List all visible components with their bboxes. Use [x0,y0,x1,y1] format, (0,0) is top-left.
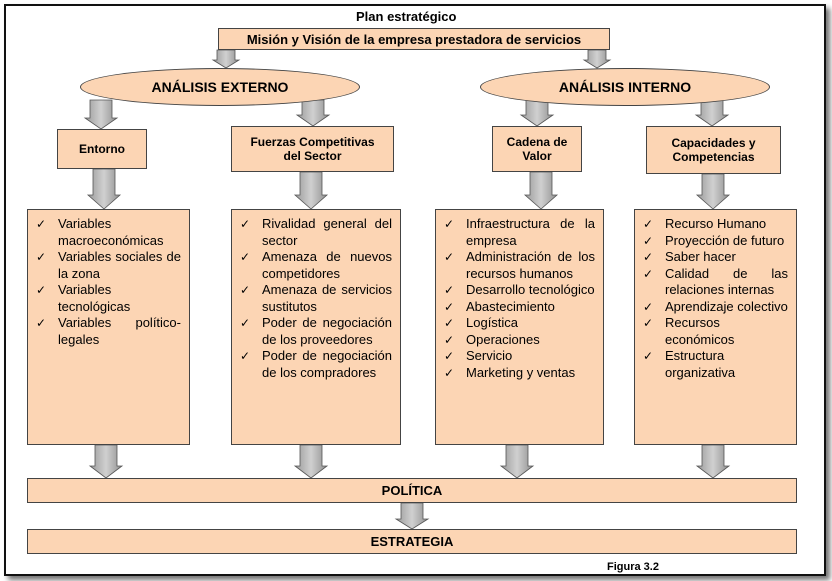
check-item: Recursos económicos [637,315,788,348]
policy-bar: POLÍTICA [27,478,797,503]
mission-box: Misión y Visión de la empresa prestadora… [218,28,610,50]
check-item: Variables macroeconómicas [30,216,181,249]
check-item: Administración de los recursos humanos [438,249,595,282]
figure-caption: Figura 3.2 [607,561,659,573]
down-arrow-5 [694,99,730,127]
down-arrow-3 [295,99,331,127]
check-item: Recurso Humano [637,216,788,233]
check-item: Servicio [438,348,595,365]
check-item: Amenaza de servicios sustitutos [234,282,392,315]
external-analysis-ellipse: ANÁLISIS EXTERNO [80,68,360,106]
check-item: Poder de negociación de los proveedores [234,315,392,348]
check-item: Infraestructura de la empresa [438,216,595,249]
check-item: Proyección de futuro [637,233,788,250]
down-arrow-0 [211,49,241,69]
heading-cadena-de-valor: Cadena de Valor [492,126,582,172]
check-item: Amenaza de nuevos competidores [234,249,392,282]
check-item: Estructura organizativa [637,348,788,381]
check-item: Variables tecnológicas [30,282,181,315]
list-entorno: Variables macroeconómicasVariables socia… [27,209,190,445]
list-fuerzas-competitivas: Rivalidad general del sectorAmenaza de n… [231,209,401,445]
check-item: Desarrollo tecnológico [438,282,595,299]
down-arrow-7 [293,171,329,210]
down-arrow-6 [86,168,122,210]
check-item: Poder de negociación de los compradores [234,348,392,381]
down-arrow-4 [519,99,555,127]
down-arrow-13 [695,444,731,479]
check-item: Rivalidad general del sector [234,216,392,249]
check-item: Variables sociales de la zona [30,249,181,282]
check-item: Logística [438,315,595,332]
check-item: Aprendizaje colectivo [637,299,788,316]
strategy-bar: ESTRATEGIA [27,529,797,554]
down-arrow-8 [523,171,559,210]
down-arrow-11 [293,444,329,479]
down-arrow-1 [582,49,612,69]
check-item: Marketing y ventas [438,365,595,382]
heading-capacidades: Capacidades y Competencias [646,126,781,174]
page-title: Plan estratégico [356,9,457,24]
internal-analysis-ellipse: ANÁLISIS INTERNO [480,68,770,106]
check-item: Operaciones [438,332,595,349]
list-cadena-de-valor: Infraestructura de la empresaAdministrac… [435,209,604,445]
heading-entorno: Entorno [57,129,147,169]
down-arrow-2 [83,99,119,130]
check-item: Abastecimiento [438,299,595,316]
down-arrow-9 [695,173,731,210]
check-item: Saber hacer [637,249,788,266]
down-arrow-12 [499,444,535,479]
list-capacidades: Recurso HumanoProyección de futuroSaber … [634,209,797,445]
down-arrow-10 [88,444,124,479]
check-item: Variables político-legales [30,315,181,348]
heading-fuerzas-competitivas: Fuerzas Competitivas del Sector [231,126,394,172]
down-arrow-14 [394,502,430,530]
check-item: Calidad de las relaciones internas [637,266,788,299]
